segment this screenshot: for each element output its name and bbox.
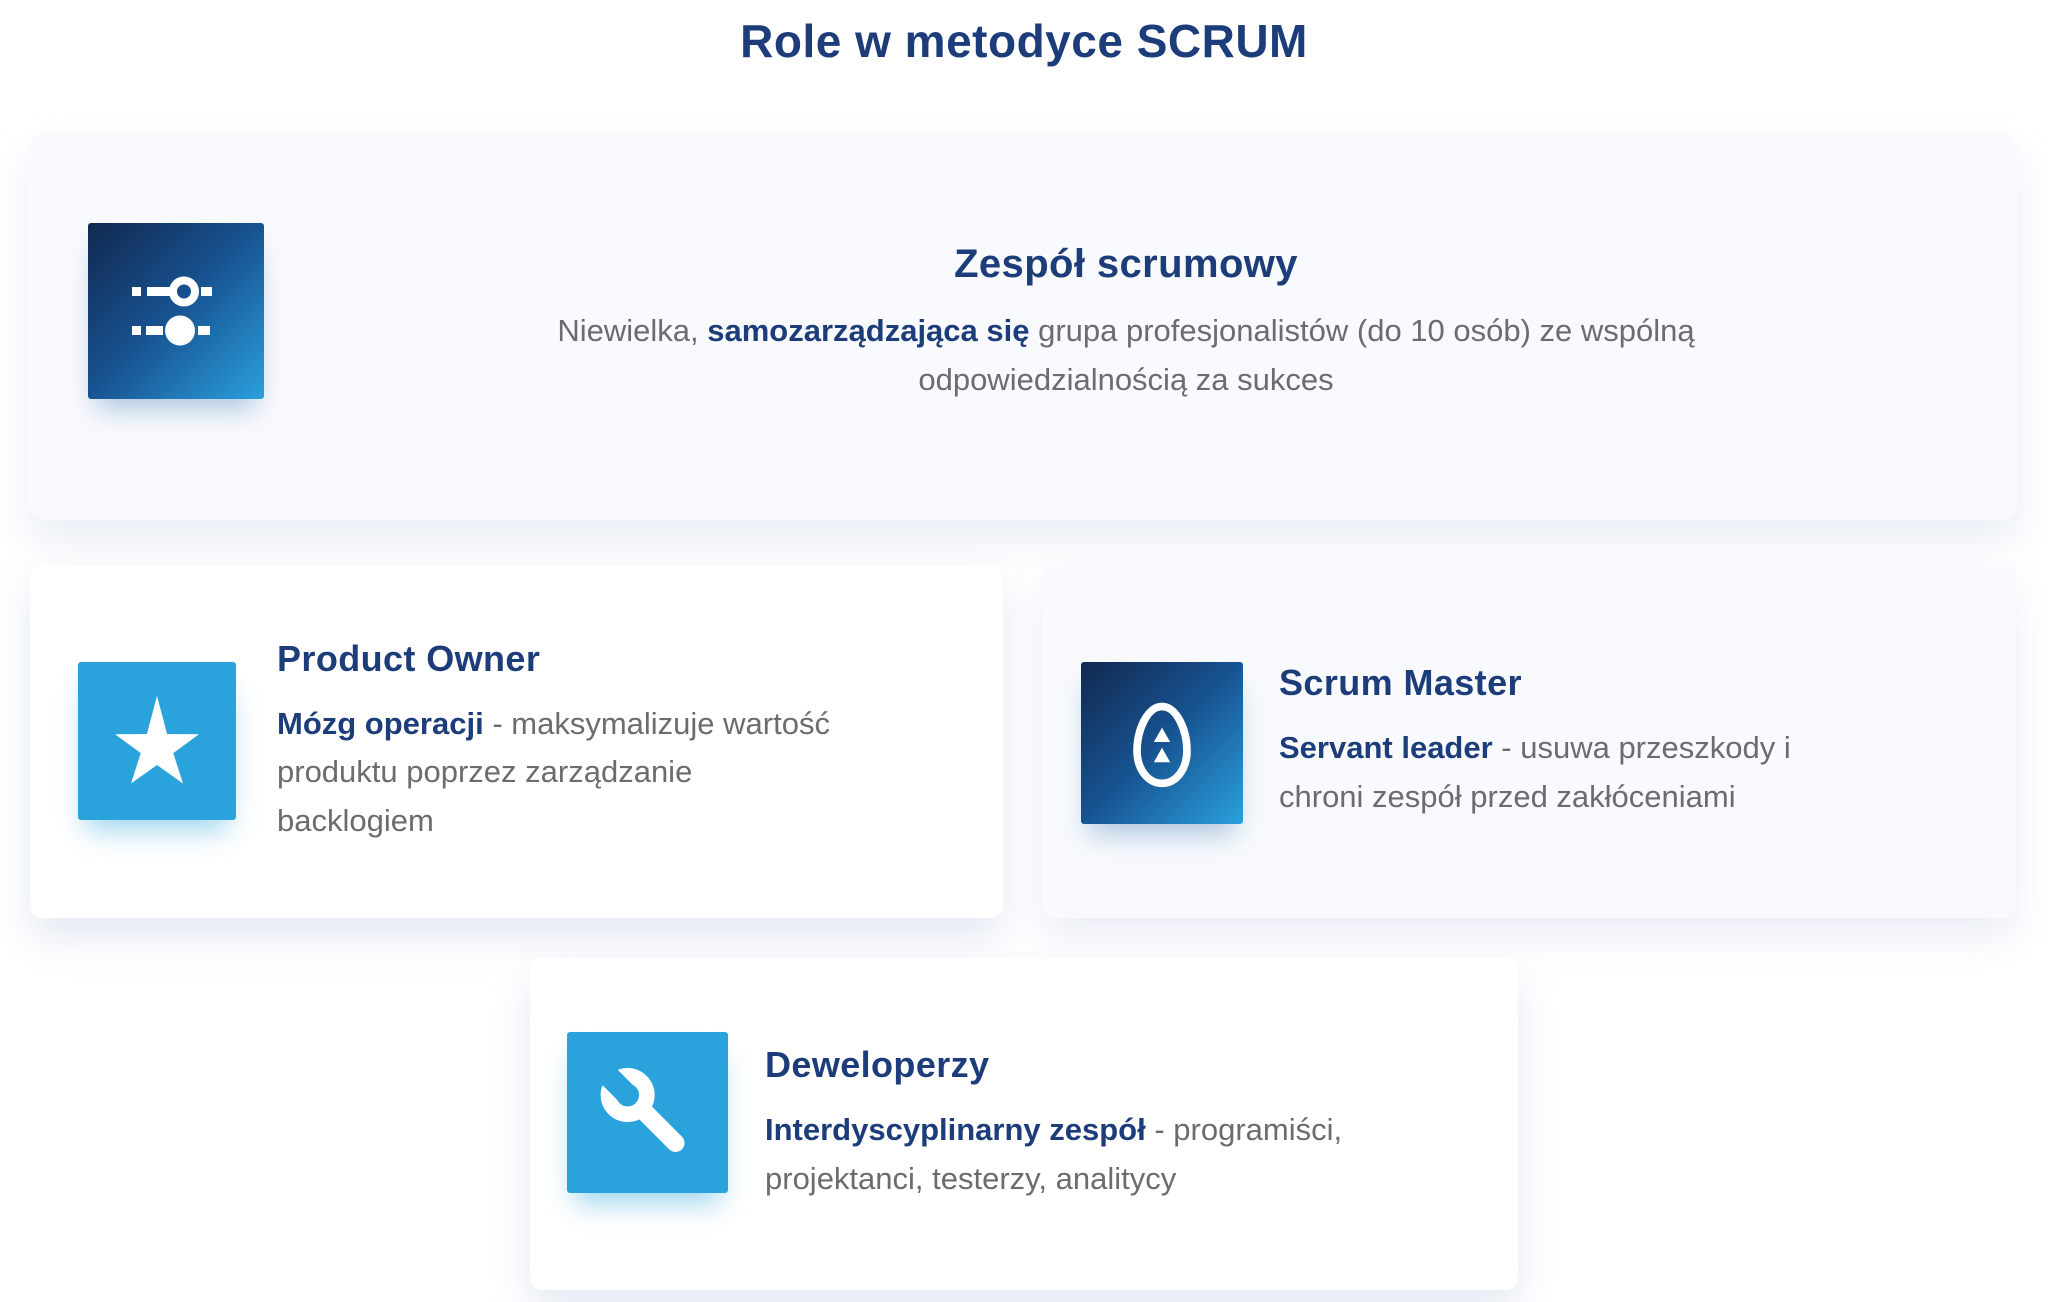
scrum-team-content: Zespół scrumowy Niewielka, samozarządzaj…	[264, 133, 2018, 520]
scrum-team-description: Niewielka, samozarządzająca się grupa pr…	[557, 307, 1694, 404]
card-developers: Deweloperzy Interdyscyplinarny zespół - …	[530, 958, 1518, 1290]
product-owner-desc: - maksymalizuje wartość produktu poprzez…	[277, 705, 830, 838]
product-owner-content: Product Owner Mózg operacji - maksymaliz…	[277, 565, 1003, 918]
star-icon	[78, 662, 236, 820]
scrum-team-title: Zespół scrumowy	[954, 242, 1298, 287]
wrench-icon	[567, 1032, 728, 1193]
card-product-owner: Product Owner Mózg operacji - maksymaliz…	[30, 565, 1003, 918]
developers-desc: - programiści, projektanci, testerzy, an…	[765, 1112, 1343, 1196]
scrum-master-content: Scrum Master Servant leader - usuwa prze…	[1279, 565, 2016, 918]
developers-content: Deweloperzy Interdyscyplinarny zespół - …	[765, 958, 1518, 1290]
card-scrum-master: Scrum Master Servant leader - usuwa prze…	[1042, 565, 2016, 918]
egg-icon	[1081, 662, 1243, 824]
scrum-master-lead: Servant leader	[1279, 729, 1493, 765]
scrum-master-description: Servant leader - usuwa przeszkody i chro…	[1279, 724, 1970, 821]
scrum-master-desc: - usuwa przeszkody i chroni zespół przed…	[1279, 729, 1791, 814]
card-scrum-team: Zespół scrumowy Niewielka, samozarządzaj…	[28, 133, 2018, 520]
developers-description: Interdyscyplinarny zespół - programiści,…	[765, 1106, 1484, 1203]
scrum-team-desc-pre: Niewielka,	[557, 313, 708, 349]
developers-lead: Interdyscyplinarny zespół	[765, 1112, 1146, 1148]
product-owner-lead: Mózg operacji	[277, 705, 484, 741]
page-title: Role w metodyce SCRUM	[740, 15, 1308, 67]
scrum-team-desc-bold: samozarządzająca się	[707, 313, 1030, 349]
scrum-team-desc-post: grupa profesjonalistów (do 10 osób) ze w…	[918, 313, 1695, 397]
product-owner-title: Product Owner	[277, 637, 541, 679]
developers-title: Deweloperzy	[765, 1044, 990, 1086]
product-owner-description: Mózg operacji - maksymalizuje wartość pr…	[277, 700, 967, 846]
sliders-icon	[88, 223, 264, 399]
scrum-master-title: Scrum Master	[1279, 661, 1522, 703]
